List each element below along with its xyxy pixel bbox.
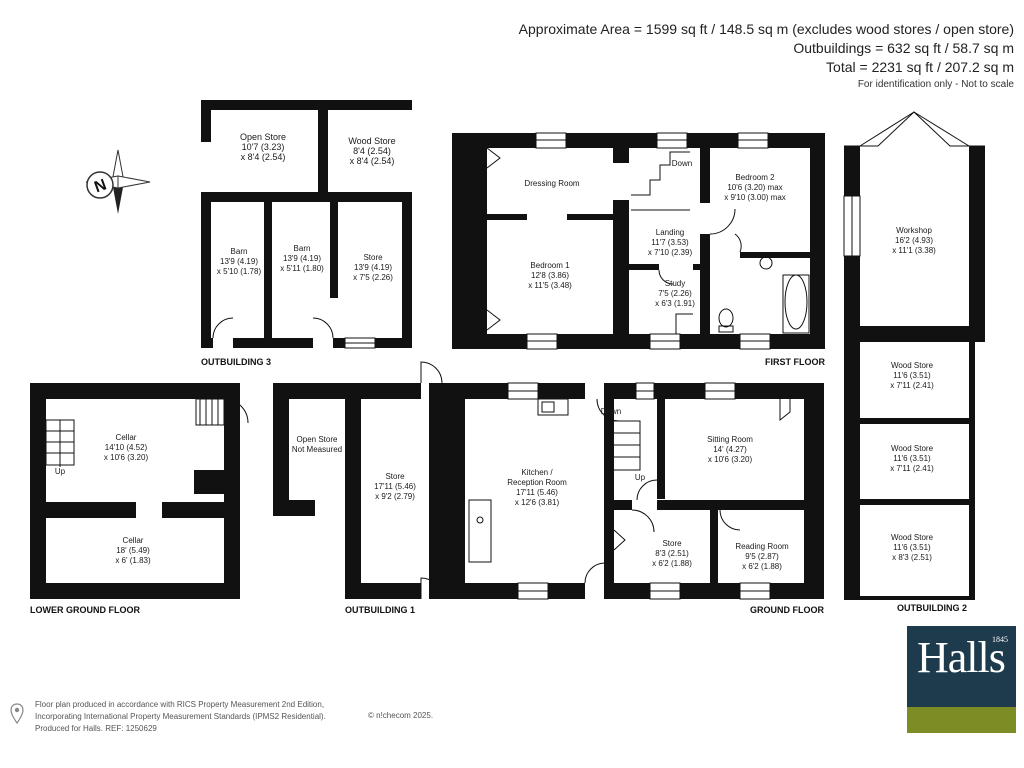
caption-outbuilding-2: OUTBUILDING 2	[897, 603, 967, 613]
identification-note: For identification only - Not to scale	[857, 79, 1014, 90]
kitchen-sink-icon	[537, 398, 569, 416]
first-floor-fixtures	[486, 147, 810, 334]
footer-line-3: Produced for Halls. REF: 1250629	[35, 724, 157, 733]
brand-name: Halls	[917, 633, 1006, 682]
stairs-down-ground: Down	[601, 407, 621, 416]
area-summary: Approximate Area = 1599 sq ft / 148.5 sq…	[519, 20, 1014, 77]
lower-ground-walls	[30, 383, 240, 599]
compass-letter: N	[92, 176, 109, 196]
area-line-total: Total = 2231 sq ft / 207.2 sq m	[826, 59, 1014, 75]
area-line-outbuildings: Outbuildings = 632 sq ft / 58.7 sq m	[793, 40, 1014, 56]
outbuilding-3-openings	[212, 317, 376, 350]
stairs-up-ground: Up	[635, 473, 646, 482]
outbuilding-2-doors	[843, 111, 985, 257]
outbuilding-2-walls	[844, 146, 985, 600]
caption-lower-ground: LOWER GROUND FLOOR	[30, 605, 140, 615]
brand-year: 1845	[992, 635, 1008, 644]
floor-captions: OUTBUILDING 3 FIRST FLOOR LOWER GROUND F…	[30, 357, 967, 615]
outbuilding-1-walls	[273, 383, 445, 599]
basin-icon	[759, 256, 773, 270]
compass-icon: N	[85, 149, 151, 214]
footer-notes: Floor plan produced in accordance with R…	[35, 699, 326, 735]
caption-ground-floor: GROUND FLOOR	[750, 605, 824, 615]
footer-copyright: © n!checom 2025.	[368, 711, 434, 720]
stairs-down-first: Down	[672, 159, 692, 168]
toilet-icon	[718, 308, 734, 328]
bath-icon	[784, 274, 808, 330]
first-floor-windows	[526, 132, 771, 350]
outbuilding-3-walls	[201, 100, 412, 348]
footer-line-2: Incorporating International Property Mea…	[35, 712, 326, 721]
first-floor-walls	[452, 133, 825, 349]
caption-first-floor: FIRST FLOOR	[765, 357, 825, 367]
location-pin-icon	[10, 703, 24, 725]
room-dressing-room: Dressing Room	[524, 179, 579, 188]
caption-outbuilding-3: OUTBUILDING 3	[201, 357, 271, 367]
stairs-up-cellar: Up	[55, 467, 66, 476]
outbuilding-1-doors	[420, 361, 443, 600]
ground-floor-windows	[507, 382, 771, 600]
hob-icon	[468, 499, 492, 563]
ground-floor-fixtures	[468, 398, 791, 584]
lower-ground-fixtures	[45, 398, 249, 467]
caption-outbuilding-1: OUTBUILDING 1	[345, 605, 415, 615]
footer-line-1: Floor plan produced in accordance with R…	[35, 700, 325, 709]
halls-logo: Halls 1845	[907, 626, 1016, 733]
area-line-approximate: Approximate Area = 1599 sq ft / 148.5 sq…	[518, 21, 1014, 37]
